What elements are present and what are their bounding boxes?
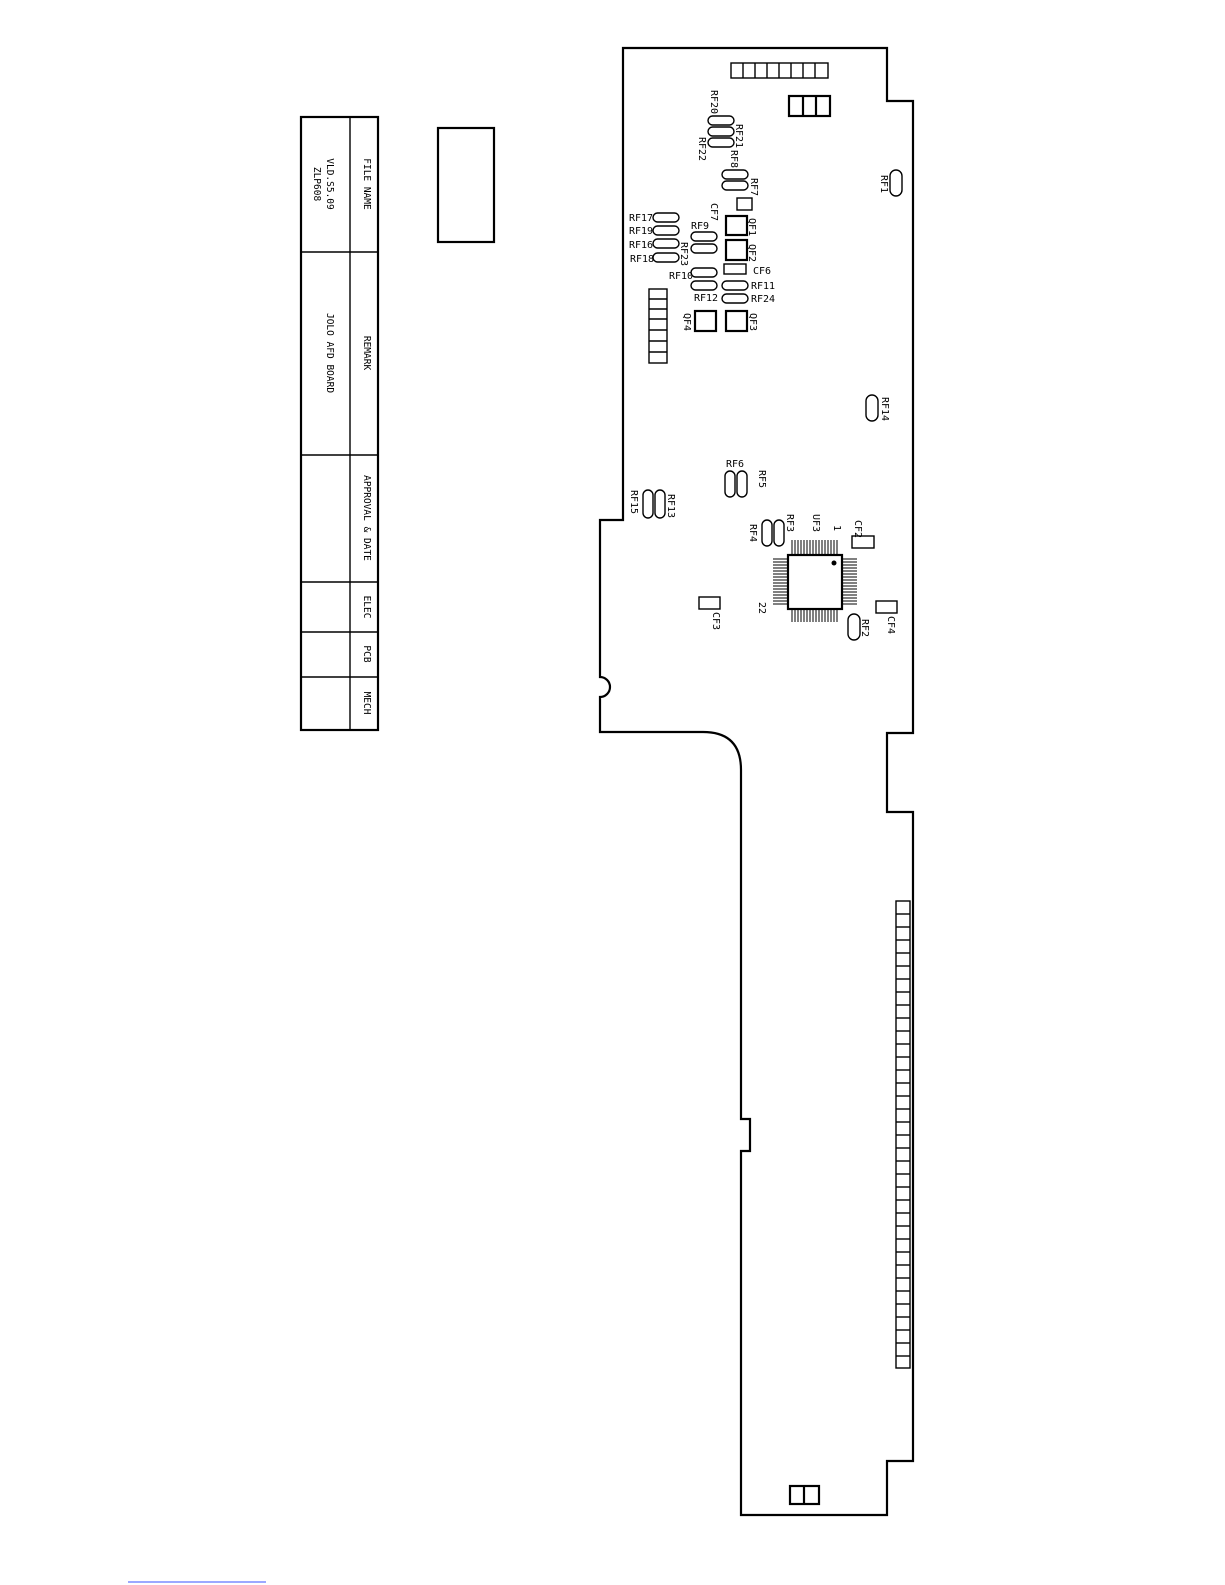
capacitor-cf4 bbox=[876, 601, 897, 613]
label-rf6: RF6 bbox=[726, 459, 744, 470]
label-pin1: 1 bbox=[831, 525, 842, 531]
file-name-label: FILE NAME bbox=[361, 158, 372, 210]
edge-connector bbox=[896, 901, 910, 1368]
label-rf13: RF13 bbox=[665, 494, 676, 518]
label-rf1: RF1 bbox=[878, 175, 889, 193]
resistor-rf3 bbox=[774, 520, 784, 546]
resistor-rf18 bbox=[653, 253, 679, 262]
resistor-rf1 bbox=[890, 170, 902, 196]
label-rf11: RF11 bbox=[751, 281, 775, 292]
resistor-rf2 bbox=[848, 614, 860, 640]
label-rf12: RF12 bbox=[694, 293, 718, 304]
label-rf7: RF7 bbox=[748, 178, 759, 196]
capacitor-cf7 bbox=[737, 198, 752, 210]
label-qf4: QF4 bbox=[681, 313, 692, 331]
approval-label: APPROVAL & DATE bbox=[361, 475, 372, 561]
mech-label: MECH bbox=[361, 692, 372, 715]
resistor-rf17 bbox=[653, 213, 679, 222]
label-pin22: 22 bbox=[756, 602, 767, 614]
resistor-rf14 bbox=[866, 395, 878, 421]
label-rf23: RF23 bbox=[678, 242, 689, 266]
label-rf9: RF9 bbox=[691, 221, 709, 232]
label-cf6: CF6 bbox=[753, 266, 771, 277]
label-rf2: RF2 bbox=[859, 619, 870, 637]
resistor-rf9 bbox=[691, 232, 717, 241]
resistor-rf6 bbox=[725, 471, 735, 497]
label-qf2: QF2 bbox=[746, 244, 757, 262]
transistor-qf2 bbox=[726, 240, 747, 260]
transistor-qf3 bbox=[726, 311, 747, 331]
label-cf2: CF2 bbox=[852, 520, 863, 538]
empty-box bbox=[438, 128, 494, 242]
transistor-qf1 bbox=[726, 216, 747, 235]
transistor-qf4 bbox=[695, 311, 716, 331]
label-cf7: CF7 bbox=[708, 203, 719, 221]
left-connector bbox=[649, 289, 667, 363]
label-rf17: RF17 bbox=[629, 213, 653, 224]
resistor-rf20 bbox=[708, 116, 734, 125]
label-rf19: RF19 bbox=[629, 226, 653, 237]
remark-label: REMARK bbox=[361, 336, 372, 371]
label-cf4: CF4 bbox=[885, 616, 896, 634]
label-qf3: QF3 bbox=[747, 313, 758, 331]
label-rf21: RF21 bbox=[733, 124, 744, 148]
label-rf15: RF15 bbox=[628, 490, 639, 514]
resistor-rf10 bbox=[691, 268, 717, 277]
label-qf1: QF1 bbox=[746, 218, 757, 236]
ic-uf3 bbox=[773, 540, 857, 622]
resistor-rf24 bbox=[722, 294, 748, 303]
resistor-rf4 bbox=[762, 520, 772, 546]
label-rf16: RF16 bbox=[629, 240, 653, 251]
resistor-rf21 bbox=[708, 127, 734, 136]
title-block: FILE NAME ZLP608 VLD.S5.09 REMARK JOLO A… bbox=[301, 117, 378, 730]
label-rf18: RF18 bbox=[630, 254, 654, 265]
resistor-rf22 bbox=[708, 138, 734, 147]
top-connector bbox=[731, 63, 828, 78]
capacitor-cf6 bbox=[724, 264, 746, 274]
resistor-rf16 bbox=[653, 239, 679, 248]
capacitor-cf3 bbox=[699, 597, 720, 609]
resistor-rf5 bbox=[737, 471, 747, 497]
resistor-rf15 bbox=[643, 490, 653, 518]
resistor-rf13 bbox=[655, 490, 665, 518]
resistor-rf7 bbox=[722, 181, 748, 190]
label-rf10: RF10 bbox=[669, 271, 693, 282]
label-cf3: CF3 bbox=[710, 612, 721, 630]
label-rf8: RF8 bbox=[728, 150, 739, 168]
resistor-rf11 bbox=[722, 281, 748, 290]
resistor-rf8 bbox=[722, 170, 748, 179]
label-rf4: RF4 bbox=[747, 524, 758, 542]
resistor-rf23 bbox=[691, 244, 717, 253]
resistor-rf12 bbox=[691, 281, 717, 290]
label-rf5: RF5 bbox=[756, 470, 767, 488]
label-rf3: RF3 bbox=[784, 514, 795, 532]
label-uf3: UF3 bbox=[810, 514, 821, 532]
file-name-value-1: ZLP608 bbox=[311, 167, 322, 202]
remark-value: JOLO AFD BOARD bbox=[324, 313, 335, 393]
label-rf24: RF24 bbox=[751, 294, 775, 305]
label-rf20: RF20 bbox=[708, 90, 719, 114]
component-labels: RF20 RF21 RF22 RF8 RF7 RF1 CF7 QF1 QF2 R… bbox=[628, 90, 896, 637]
resistor-rf19 bbox=[653, 226, 679, 235]
top-header-3pin bbox=[789, 96, 830, 116]
pcb-label: PCB bbox=[361, 645, 372, 662]
file-name-value-2: VLD.S5.09 bbox=[324, 158, 335, 210]
bottom-header-2pin bbox=[790, 1486, 819, 1504]
elec-label: ELEC bbox=[361, 596, 372, 619]
label-rf14: RF14 bbox=[879, 397, 890, 421]
label-rf22: RF22 bbox=[696, 137, 707, 161]
